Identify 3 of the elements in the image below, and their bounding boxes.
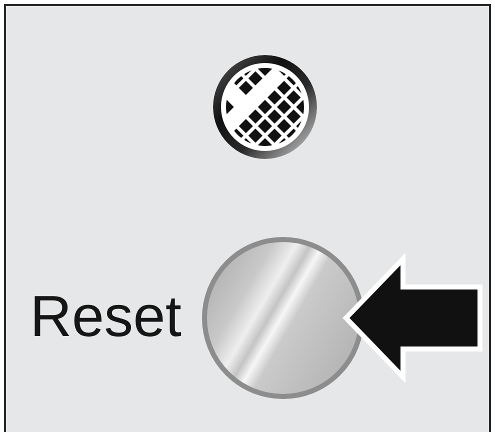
round-grid-icon: [213, 55, 317, 159]
pointer-arrow: [342, 252, 482, 384]
button-label: Reset: [30, 288, 182, 346]
